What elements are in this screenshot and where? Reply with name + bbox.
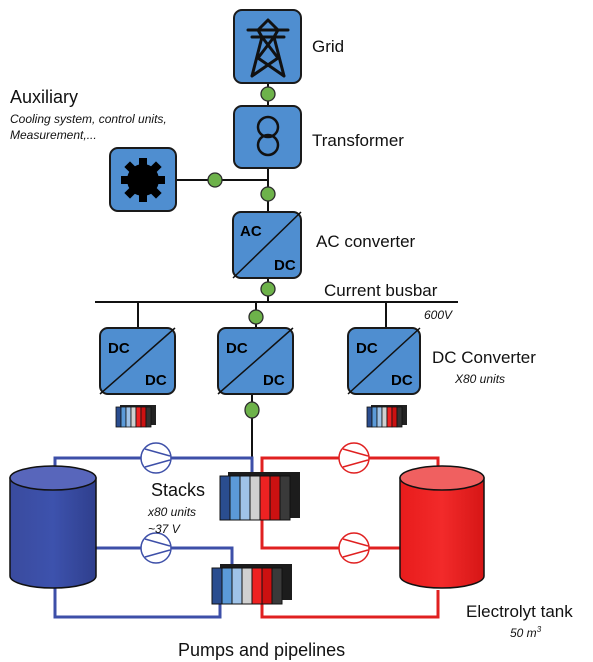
auxiliary-block [109, 147, 177, 212]
svg-text:DC: DC [391, 372, 413, 389]
pump-icon-blue-bottom [140, 532, 172, 564]
tank-red [399, 465, 485, 589]
busbar-label: Current busbar [324, 281, 438, 300]
dc-converter-right: DC DC [347, 327, 421, 395]
dc-converter-label: DC Converter [432, 348, 536, 367]
stacks-units: x80 units [147, 505, 196, 519]
svg-text:DC: DC [226, 340, 248, 357]
stack-icon-small-right [366, 405, 407, 428]
auxiliary-desc-line2: Measurement,... [10, 128, 97, 142]
grid-label: Grid [312, 37, 344, 56]
dc-converter-left: DC DC [99, 327, 176, 395]
pump-icon-red-top [338, 442, 370, 474]
dc-converter-middle: DC DC [217, 327, 294, 395]
transformer-icon [256, 115, 280, 157]
pump-icon-blue-top [140, 442, 172, 474]
tank-label: Electrolyt tank [466, 602, 573, 621]
dc-converter-units: X80 units [454, 372, 505, 386]
stacks-label: Stacks [151, 480, 205, 500]
stacks-voltage: ~37 V [148, 522, 181, 536]
gear-icon [121, 158, 165, 202]
transformer-label: Transformer [312, 131, 404, 150]
power-tower-icon [246, 18, 290, 78]
svg-text:DC: DC [108, 340, 130, 357]
svg-text:DC: DC [263, 372, 285, 389]
auxiliary-title: Auxiliary [10, 87, 78, 107]
ac-converter-bottom: DC [274, 257, 296, 274]
auxiliary-desc-line1: Cooling system, control units, [10, 112, 167, 126]
connection-nodes [207, 86, 276, 419]
pump-icon-red-bottom [338, 532, 370, 564]
ac-converter-block: AC DC [232, 211, 302, 279]
pumps-label: Pumps and pipelines [178, 640, 345, 660]
ac-converter-top: AC [240, 223, 262, 240]
stack-icon-large-bottom [211, 564, 292, 605]
tank-blue [9, 465, 97, 589]
transformer-block [233, 105, 302, 169]
busbar-voltage: 600V [424, 308, 453, 322]
tank-volume: 50 m3 [510, 625, 542, 640]
grid-block [233, 9, 302, 84]
stack-icon-small-left [115, 405, 156, 428]
svg-text:DC: DC [356, 340, 378, 357]
svg-text:DC: DC [145, 372, 167, 389]
ac-converter-label: AC converter [316, 232, 416, 251]
stack-icon-large-top [219, 472, 300, 521]
